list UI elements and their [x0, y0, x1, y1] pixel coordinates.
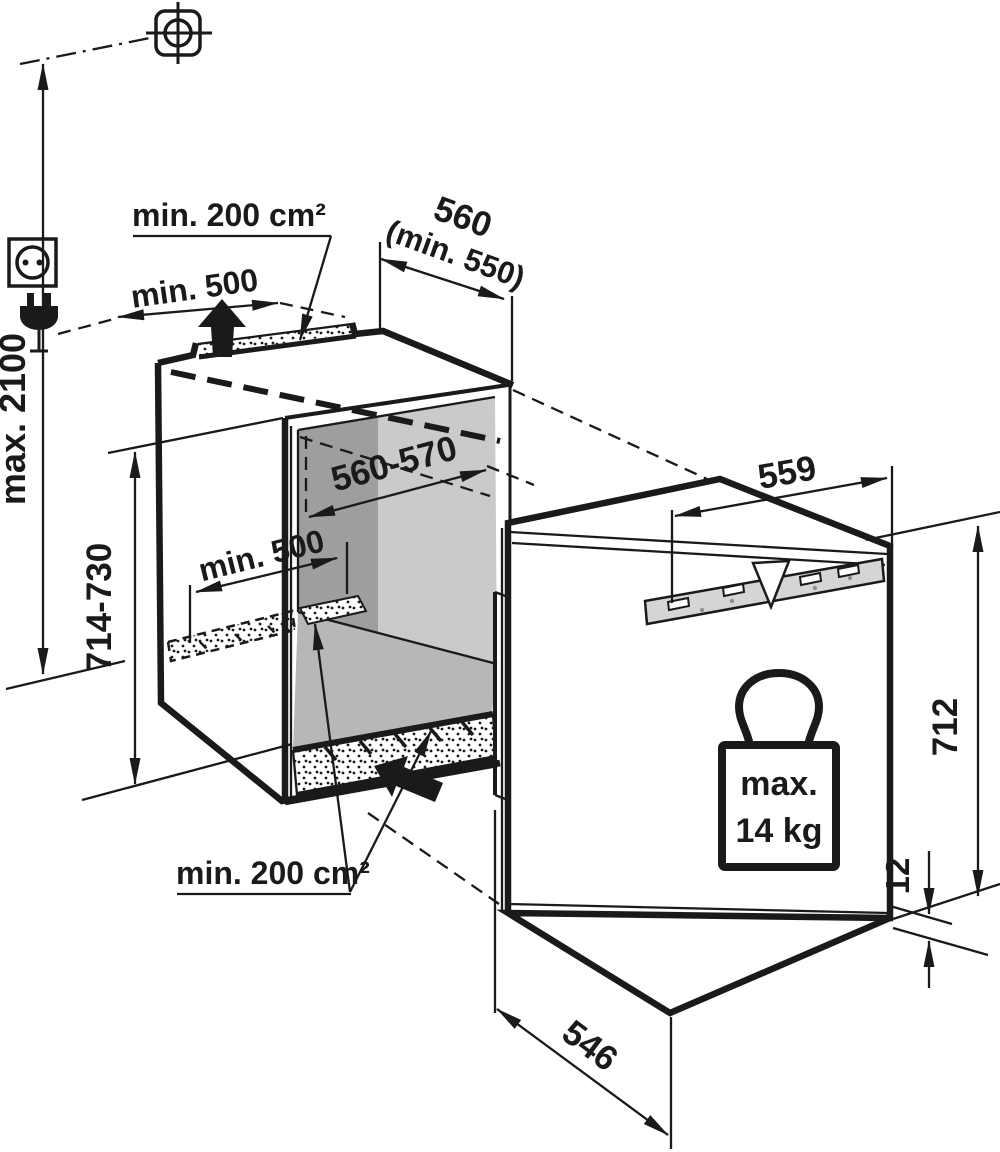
weight-icon: max. 14 kg: [718, 668, 840, 871]
dimension-niche-depth: 560 (min. 550): [378, 189, 530, 381]
appliance-height-label: 712: [926, 698, 965, 756]
dimension-vent-area-top: min. 200 cm²: [132, 197, 333, 341]
appliance-width-label: 559: [755, 448, 819, 497]
power-socket-icon: [7, 237, 58, 288]
vent-area-top-label: min. 200 cm²: [132, 197, 326, 233]
projection-line-top: [512, 388, 708, 481]
door-weight-label-line2: 14 kg: [736, 812, 823, 850]
door-mounting-bracket: [643, 557, 886, 626]
vent-area-bottom-label: min. 200 cm²: [176, 855, 370, 891]
dimension-base-gap: 12: [879, 851, 989, 988]
airflow-in-arrow-icon: [374, 756, 443, 802]
floor-vent-slot: [298, 594, 368, 626]
hidden-base-vent-strip: [166, 609, 297, 663]
niche-height-label: 714-730: [80, 543, 119, 671]
door-weight-label-line1: max.: [740, 765, 818, 803]
ceiling-reference-icon: [146, 2, 212, 64]
base-gap-label: 12: [879, 858, 916, 895]
hidden-top-edge: [170, 369, 501, 444]
appliance-depth-label: 546: [555, 1013, 625, 1079]
dimension-niche-height: 714-730: [80, 416, 293, 802]
dimension-vent-area-bottom: min. 200 cm²: [176, 623, 433, 896]
niche-floor: [293, 612, 497, 749]
ceiling-height-label: max. 2100: [0, 333, 33, 505]
ceiling-line: [19, 36, 151, 66]
niche-back-wall: [378, 397, 497, 664]
appliance-outline: [496, 475, 894, 1017]
dimension-ceiling-height: max. 2100: [0, 63, 126, 691]
projection-line-bottom: [367, 812, 500, 905]
